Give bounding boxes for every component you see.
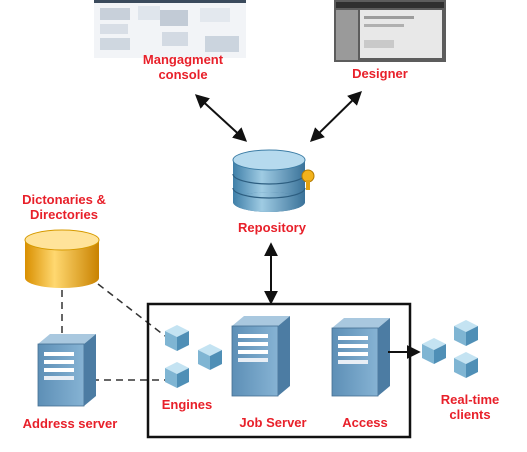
- repository-database-icon: [232, 149, 315, 212]
- dictionaries-database-icon: [24, 229, 100, 288]
- dashed-connectors: [61, 283, 166, 381]
- designer-label: Designer: [352, 66, 408, 81]
- management-console-screenshot-icon: [94, 0, 246, 58]
- job-server-icon: [231, 316, 290, 397]
- realtime-clients-cubes-icon: [422, 320, 478, 378]
- designer-screenshot-icon: [334, 0, 446, 62]
- address-server-label: Address server: [22, 416, 118, 431]
- engines-label: Engines: [161, 397, 213, 412]
- job-server-frame: [146, 302, 412, 439]
- address-server-icon: [37, 334, 96, 407]
- job-server-label: Job Server: [239, 415, 307, 430]
- realtime-clients-label: Real-time clients: [440, 392, 500, 422]
- management-console-label: Mangagment console: [142, 52, 224, 82]
- access-label: Access: [342, 415, 388, 430]
- dictionaries-label: Dictonaries & Directories: [22, 192, 106, 222]
- repository-label: Repository: [238, 220, 306, 235]
- designer-repository-connector: [309, 91, 363, 142]
- console-repository-connector: [194, 94, 248, 142]
- engines-cubes-icon: [165, 325, 222, 388]
- access-server-icon: [331, 318, 390, 397]
